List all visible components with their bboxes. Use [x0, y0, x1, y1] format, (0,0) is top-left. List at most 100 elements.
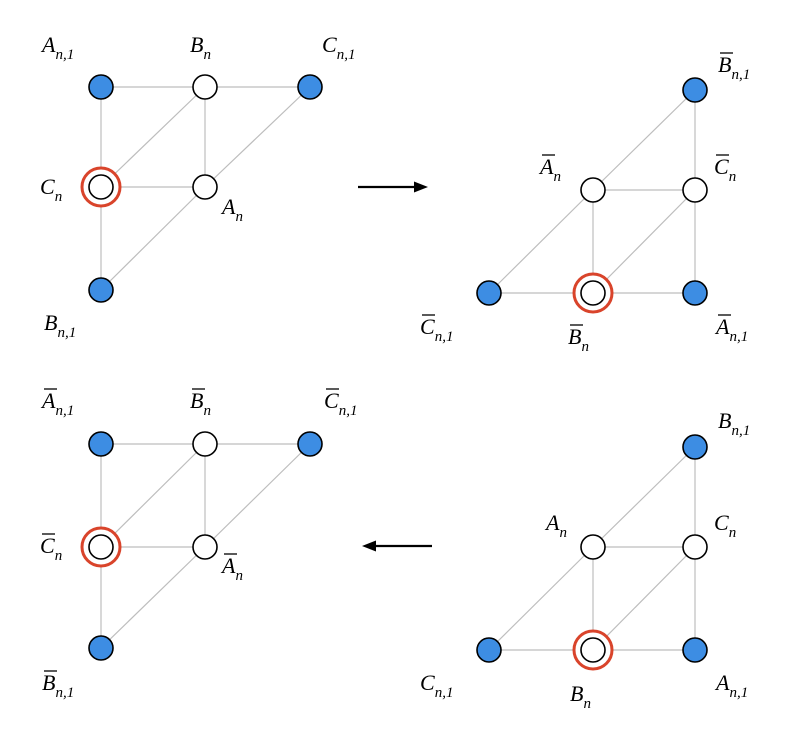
label-subscript: n: [729, 525, 737, 541]
label-letter: A: [538, 154, 554, 179]
empty-node: [580, 534, 606, 560]
empty-node: [88, 534, 114, 560]
label-subscript: n,1: [55, 403, 74, 419]
node-label: Cn: [40, 174, 62, 205]
filled-node: [88, 74, 114, 100]
empty-node: [88, 174, 114, 200]
label-subscript: n,1: [729, 329, 748, 345]
label-subscript: n: [553, 169, 561, 185]
label-letter: C: [40, 174, 55, 199]
label-letter: C: [714, 510, 729, 535]
node-label: Bn: [190, 388, 211, 419]
label-letter: C: [420, 670, 435, 695]
node-label: Bn: [570, 681, 591, 712]
node-label: Bn: [568, 324, 589, 355]
empty-node: [580, 177, 606, 203]
node-label: An: [544, 510, 567, 541]
node-label: An,1: [40, 32, 74, 63]
label-subscript: n,1: [55, 685, 74, 701]
label-letter: B: [44, 310, 57, 335]
empty-node: [580, 280, 606, 306]
node-label: Cn,1: [420, 670, 453, 701]
node-label: Cn: [40, 533, 62, 564]
node-label: An,1: [714, 314, 748, 345]
node-label: Bn,1: [718, 52, 750, 83]
edge: [100, 186, 206, 291]
label-subscript: n,1: [55, 47, 74, 63]
empty-node: [192, 431, 218, 457]
label-letter: B: [568, 324, 581, 349]
label-subscript: n,1: [729, 685, 748, 701]
label-subscript: n,1: [731, 423, 750, 439]
label-subscript: n,1: [435, 685, 454, 701]
filled-node: [476, 280, 502, 306]
label-subscript: n: [559, 525, 567, 541]
filled-node: [682, 77, 708, 103]
filled-node: [88, 635, 114, 661]
filled-node: [682, 434, 708, 460]
label-letter: A: [40, 32, 56, 57]
edge: [204, 86, 311, 188]
node-label: Cn,1: [322, 32, 355, 63]
node-label: Bn,1: [44, 310, 76, 341]
label-subscript: n: [235, 568, 243, 584]
label-subscript: n: [583, 696, 591, 712]
label-letter: A: [714, 670, 730, 695]
label-letter: C: [714, 154, 729, 179]
node-label: An,1: [714, 670, 748, 701]
edge: [592, 546, 696, 651]
filled-node: [476, 637, 502, 663]
label-letter: B: [570, 681, 583, 706]
label-letter: C: [420, 314, 435, 339]
edge: [592, 89, 696, 191]
empty-node: [192, 174, 218, 200]
label-subscript: n: [581, 339, 589, 355]
node-label: Cn,1: [420, 314, 453, 345]
edge: [100, 86, 206, 188]
arrows: [358, 181, 432, 552]
empty-node: [580, 637, 606, 663]
node-label: Bn,1: [718, 408, 750, 439]
label-subscript: n,1: [731, 67, 750, 83]
edge: [100, 443, 206, 548]
filled-node: [682, 280, 708, 306]
label-letter: A: [544, 510, 560, 535]
label-letter: B: [718, 408, 731, 433]
label-letter: B: [190, 32, 203, 57]
empty-node: [192, 534, 218, 560]
node-label: Cn,1: [324, 388, 357, 419]
filled-node: [88, 277, 114, 303]
empty-node: [192, 74, 218, 100]
label-subscript: n: [203, 47, 211, 63]
empty-node: [682, 177, 708, 203]
node-label: An: [538, 154, 561, 185]
node-label: An: [220, 194, 243, 225]
label-letter: A: [220, 194, 236, 219]
label-subscript: n: [729, 169, 737, 185]
filled-node: [682, 637, 708, 663]
label-letter: B: [190, 388, 203, 413]
label-subscript: n,1: [57, 325, 76, 341]
label-letter: B: [718, 52, 731, 77]
empty-node: [682, 534, 708, 560]
node-label: An: [220, 553, 243, 584]
edge: [100, 546, 206, 649]
edge: [592, 446, 696, 548]
label-subscript: n,1: [435, 329, 454, 345]
label-letter: C: [322, 32, 337, 57]
label-letter: C: [40, 533, 55, 558]
filled-node: [88, 431, 114, 457]
edge: [488, 546, 594, 651]
label-letter: C: [324, 388, 339, 413]
node-label: Cn: [714, 154, 736, 185]
edge: [488, 189, 594, 294]
node-label: Cn: [714, 510, 736, 541]
node-label: Bn: [190, 32, 211, 63]
label-subscript: n,1: [337, 47, 356, 63]
arrow-left: [362, 540, 432, 552]
filled-node: [297, 74, 323, 100]
